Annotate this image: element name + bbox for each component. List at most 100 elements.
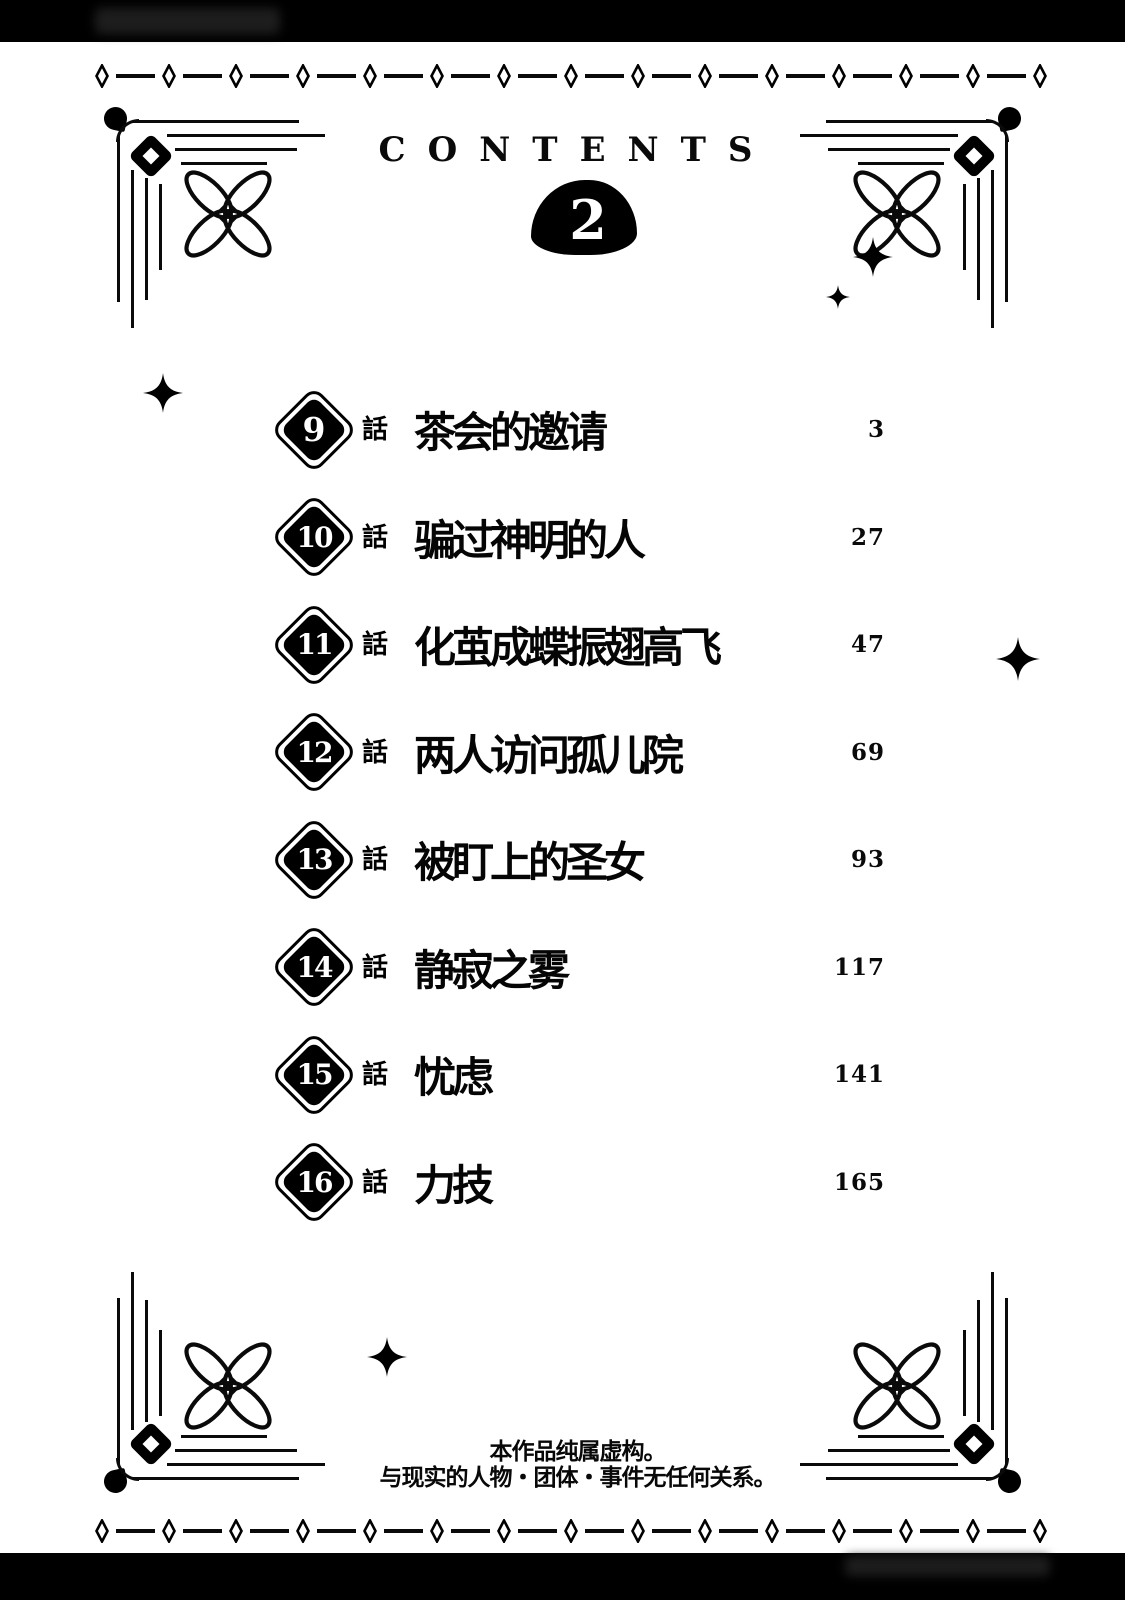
flourish-knot-icon bbox=[853, 170, 941, 258]
chapter-number: 15 bbox=[296, 1058, 334, 1092]
border-dash bbox=[853, 1529, 892, 1533]
border-diamond-icon bbox=[832, 1519, 846, 1543]
chapter-page-number: 141 bbox=[833, 1061, 885, 1089]
border-diamond-icon bbox=[162, 1519, 176, 1543]
top-black-bar bbox=[0, 0, 1125, 42]
toc-row: 16 話 力技 165 bbox=[270, 1129, 885, 1237]
border-dash bbox=[183, 1529, 222, 1533]
sparkle-icon bbox=[367, 1337, 407, 1377]
border-diamond-icon bbox=[564, 64, 578, 88]
border-diamond-icon bbox=[296, 64, 310, 88]
border-dash bbox=[116, 1529, 155, 1533]
border-dash bbox=[786, 1529, 825, 1533]
disclaimer-line-1: 本作品纯属虚构。 bbox=[489, 1439, 667, 1465]
border-diamond-icon bbox=[698, 1519, 712, 1543]
border-dash bbox=[920, 1529, 959, 1533]
border-diamond-icon bbox=[765, 1519, 779, 1543]
ornament-line bbox=[963, 184, 966, 270]
border-diamond-icon bbox=[966, 64, 980, 88]
watermark-smudge bbox=[845, 1556, 1050, 1576]
corner-ornament-bottom-right bbox=[782, 1254, 1024, 1496]
border-diamond-icon bbox=[698, 64, 712, 88]
ornament-line bbox=[131, 1272, 134, 1430]
border-dash bbox=[786, 74, 825, 78]
border-dash bbox=[317, 74, 356, 78]
border-diamond-icon bbox=[229, 1519, 243, 1543]
volume-number: 2 bbox=[569, 187, 607, 252]
border-diamond-icon bbox=[296, 1519, 310, 1543]
corner-ornament-bottom-left bbox=[101, 1254, 343, 1496]
border-dash bbox=[719, 1529, 758, 1533]
border-diamond-icon bbox=[899, 1519, 913, 1543]
toc-row: 11 話 化茧成蝶振翅高飞 47 bbox=[270, 591, 885, 699]
chapter-number: 10 bbox=[296, 520, 334, 554]
border-diamond-icon bbox=[631, 1519, 645, 1543]
ornament-line bbox=[145, 178, 148, 300]
border-diamond-icon bbox=[95, 1519, 109, 1543]
disclaimer-line-2: 与现实的人物・团体・事件无任何关系。 bbox=[379, 1465, 777, 1491]
chapter-suffix: 話 bbox=[362, 522, 389, 553]
chapter-suffix: 話 bbox=[362, 1060, 389, 1091]
flourish-knot-icon bbox=[853, 1342, 941, 1430]
corner-ornament-top-right bbox=[782, 104, 1024, 346]
border-diamond-icon bbox=[966, 1519, 980, 1543]
border-dash bbox=[585, 74, 624, 78]
border-dash bbox=[183, 74, 222, 78]
chapter-number-badge: 9 bbox=[270, 385, 358, 474]
bottom-black-bar bbox=[0, 1553, 1125, 1600]
chapter-suffix: 話 bbox=[362, 952, 389, 983]
chapter-title: 茶会的邀请 bbox=[414, 411, 608, 458]
ornament-line bbox=[963, 1330, 966, 1416]
chapter-page-number: 93 bbox=[850, 846, 885, 874]
border-diamond-icon bbox=[1033, 1519, 1047, 1543]
volume-badge: 2 bbox=[531, 180, 637, 255]
ornament-line bbox=[159, 184, 162, 270]
bottom-diamond-border bbox=[95, 1518, 1047, 1544]
chapter-number-badge: 12 bbox=[270, 708, 358, 797]
ornament-line bbox=[145, 1300, 148, 1422]
page-title: CONTENTS bbox=[378, 130, 775, 170]
chapter-page-number: 3 bbox=[867, 416, 885, 444]
chapter-title: 骗过神明的人 bbox=[414, 518, 646, 565]
border-diamond-icon bbox=[363, 1519, 377, 1543]
border-diamond-icon bbox=[229, 64, 243, 88]
chapter-number: 12 bbox=[296, 735, 334, 769]
table-of-contents: 9 話 茶会的邀请 3 10 話 骗过神明的人 27 11 話 化茧成蝶振翅高飞… bbox=[270, 376, 885, 1236]
chapter-number-badge: 13 bbox=[270, 815, 358, 904]
chapter-page-number: 165 bbox=[833, 1168, 885, 1196]
border-diamond-icon bbox=[564, 1519, 578, 1543]
chapter-number-badge: 14 bbox=[270, 923, 358, 1012]
border-dash bbox=[719, 74, 758, 78]
chapter-title: 力技 bbox=[414, 1163, 494, 1210]
border-diamond-icon bbox=[899, 64, 913, 88]
watermark-smudge bbox=[95, 8, 280, 34]
ornament-line bbox=[977, 178, 980, 300]
chapter-suffix: 話 bbox=[362, 845, 389, 876]
border-dash bbox=[585, 1529, 624, 1533]
sparkle-icon bbox=[996, 637, 1040, 681]
chapter-title: 静寂之雾 bbox=[414, 948, 570, 995]
chapter-page-number: 47 bbox=[850, 631, 885, 659]
ornament-line bbox=[977, 1300, 980, 1422]
chapter-title: 化茧成蝶振翅高飞 bbox=[414, 626, 722, 673]
border-diamond-icon bbox=[162, 64, 176, 88]
chapter-number: 14 bbox=[296, 950, 334, 984]
chapter-number: 13 bbox=[296, 843, 334, 877]
border-dash bbox=[317, 1529, 356, 1533]
ornament-line bbox=[826, 120, 992, 123]
border-dash bbox=[518, 1529, 557, 1533]
sparkle-icon bbox=[143, 373, 183, 413]
chapter-suffix: 話 bbox=[362, 1167, 389, 1198]
border-diamond-icon bbox=[1033, 64, 1047, 88]
chapter-page-number: 69 bbox=[850, 738, 885, 766]
border-diamond-icon bbox=[430, 1519, 444, 1543]
ornament-line bbox=[991, 1272, 994, 1430]
border-dash bbox=[987, 1529, 1026, 1533]
border-dash bbox=[451, 1529, 490, 1533]
border-diamond-icon bbox=[363, 64, 377, 88]
toc-row: 12 話 两人访问孤儿院 69 bbox=[270, 699, 885, 807]
border-dash bbox=[652, 1529, 691, 1533]
ornament-line bbox=[131, 170, 134, 328]
ornament-line bbox=[133, 120, 299, 123]
border-dash bbox=[116, 74, 155, 78]
